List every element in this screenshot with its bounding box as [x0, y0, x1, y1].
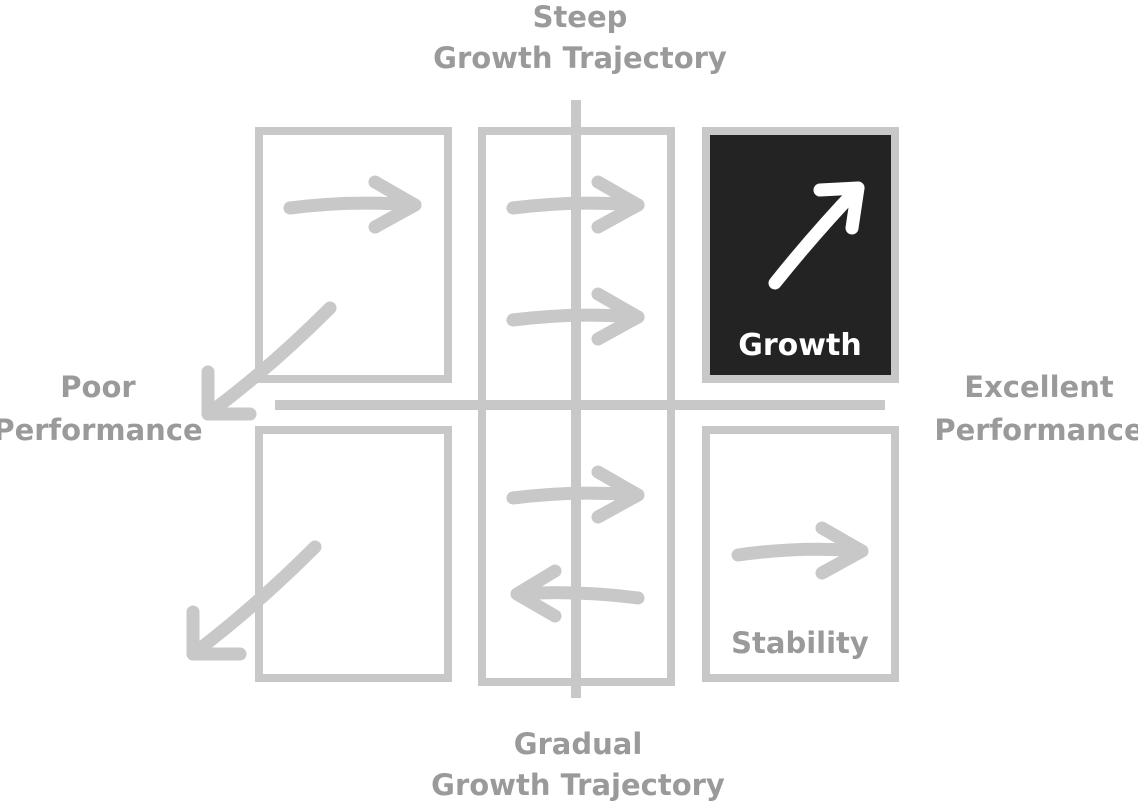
arrow-left-icon [510, 564, 645, 623]
arrow-right-icon [506, 465, 645, 524]
box-bottom-left [255, 426, 452, 682]
right-axis-label-line2: Performance [934, 413, 1138, 447]
arrow-right-icon [506, 287, 645, 346]
box-top-left [255, 127, 452, 383]
left-axis-label-line1: Poor [60, 370, 136, 404]
arrow-right-icon [506, 175, 645, 234]
arrow-right-icon [283, 175, 422, 234]
arrow-right-icon [731, 521, 869, 580]
arrow-down-left-icon [201, 301, 337, 421]
top-axis-label-line2: Growth Trajectory [433, 41, 727, 75]
arrow-up-right-icon [768, 181, 865, 290]
growth-label: Growth [738, 328, 861, 363]
box-stability [702, 426, 899, 682]
top-axis-label-line1: Steep [533, 0, 628, 34]
bottom-axis-label-line1: Gradual [514, 727, 643, 761]
right-axis-label-line1: Excellent [964, 370, 1114, 404]
stability-label: Stability [731, 626, 869, 660]
left-axis-label-line2: Performance [0, 413, 203, 447]
arrow-down-left-icon [186, 540, 322, 661]
bottom-axis-label-line2: Growth Trajectory [431, 768, 725, 802]
